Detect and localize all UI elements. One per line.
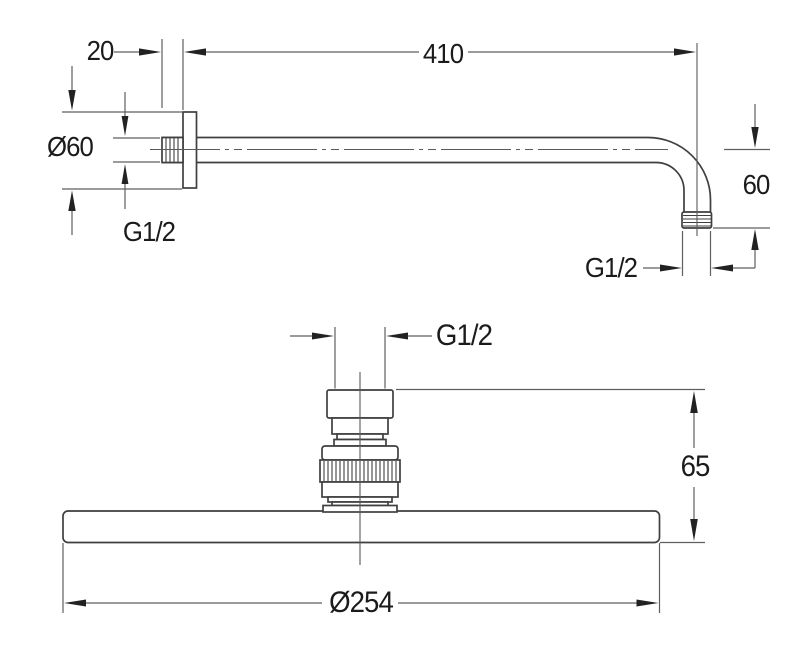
- dim-wall-thread: [113, 92, 160, 209]
- dim-outlet-thread: [643, 231, 755, 276]
- dim-drop-height-60: [713, 104, 770, 268]
- bottom-view-arrowheads: [64, 332, 698, 607]
- top-view-dimensions: [62, 39, 770, 276]
- shower-head-disc: [62, 510, 661, 544]
- dim-label-wall-thread: G1/2: [122, 216, 176, 247]
- dim-label-head-diameter: Ø254: [329, 586, 394, 619]
- dim-head-diameter-254: [62, 543, 661, 613]
- dim-label-arm-length: 410: [422, 38, 464, 69]
- shower-arm-outline: [161, 111, 713, 229]
- dim-label-flange-diameter: Ø60: [47, 131, 94, 162]
- dim-label-drop-height: 60: [742, 169, 771, 200]
- top-view-arrowheads: [68, 48, 759, 272]
- top-view-centerlines: [150, 43, 698, 236]
- dim-label-inlet-thread: G1/2: [435, 319, 493, 352]
- bottom-view-dimensions: [62, 327, 705, 613]
- shower-head-outline: [62, 389, 661, 544]
- dim-flange-diameter-60: [62, 66, 182, 235]
- dim-inlet-thread: [290, 327, 432, 389]
- dim-label-outlet-thread: G1/2: [584, 252, 638, 283]
- dim-thread-depth-20: [114, 39, 184, 110]
- dim-label-head-height: 65: [680, 450, 711, 483]
- dim-label-thread-depth: 20: [86, 35, 115, 66]
- dim-head-height-65: [396, 388, 705, 544]
